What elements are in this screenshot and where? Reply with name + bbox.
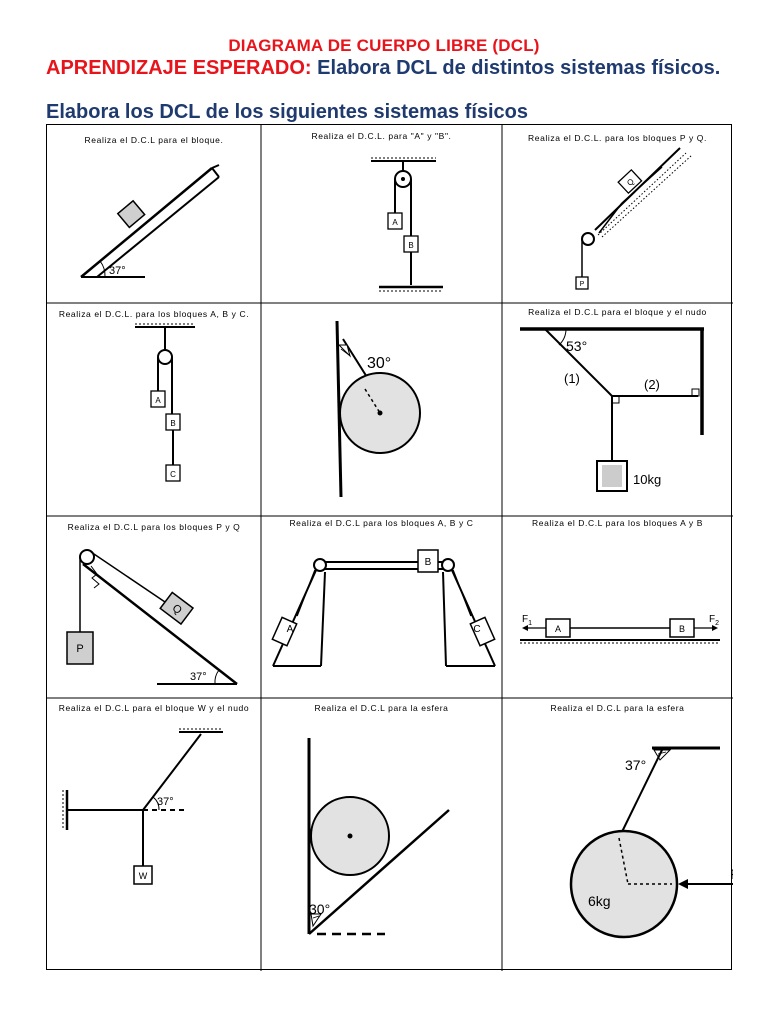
- block-w-label: W: [139, 871, 148, 881]
- angle-label: 37°: [109, 265, 126, 277]
- rope-1-label: (1): [564, 371, 580, 386]
- exercise-caption: Realiza el D.C.L. para los bloques P y Q…: [528, 133, 707, 143]
- exercise-10: Realiza el D.C.L para el bloque W y el n…: [47, 698, 261, 971]
- block-q-label: Q: [625, 177, 636, 188]
- exercise-caption: Realiza el D.C.L. para "A" y "B".: [311, 131, 452, 141]
- block-a-label: A: [555, 624, 561, 634]
- pulley-incline-diagram: Q P 37°: [66, 549, 238, 685]
- force-1-label: F1: [522, 614, 532, 627]
- bent-incline-diagram: Q P: [575, 147, 693, 290]
- exercise-caption: Realiza el D.C.L para el bloque W y el n…: [58, 703, 250, 713]
- trapezoid-blocks-diagram: B A C: [271, 549, 496, 667]
- block-c-label: C: [473, 624, 480, 635]
- sphere-incline-diagram: 30°: [307, 738, 450, 936]
- block-a-label: A: [287, 624, 294, 635]
- exercise-caption: Realiza el D.C.L. para los bloques A, B …: [58, 309, 250, 319]
- exercise-caption: Realiza el D.C.L para la esfera: [314, 703, 449, 713]
- block-p-label: P: [76, 643, 83, 655]
- exercise-caption: Realiza el D.C.L para los bloques A, B y…: [289, 518, 474, 528]
- angle-label: 53°: [566, 338, 587, 354]
- angle-label: 30°: [309, 901, 330, 917]
- exercise-3: Realiza el D.C.L. para los bloques P y Q…: [502, 125, 733, 303]
- exercise-caption: Realiza el D.C.L para el bloque y el nud…: [528, 307, 707, 317]
- angle-label: 37°: [157, 796, 174, 808]
- angle-label: 37°: [625, 757, 646, 773]
- block-b-label: B: [679, 624, 685, 634]
- instruction: Elabora los DCL de los siguientes sistem…: [46, 101, 529, 123]
- exercise-5: 30°: [261, 303, 502, 516]
- block-a-label: A: [392, 218, 398, 227]
- knot-ropes-diagram: 53° (1) (2) 10kg: [520, 327, 704, 492]
- double-pulley-diagram: A B C: [135, 323, 195, 482]
- page-title: DIAGRAMA DE CUERPO LIBRE (DCL): [228, 36, 540, 55]
- block-b-label: B: [408, 241, 413, 250]
- horizontal-blocks-diagram: F1 A B F2: [520, 614, 720, 644]
- block-p-label: P: [580, 281, 585, 288]
- objective-label: APRENDIZAJE ESPERADO:: [46, 57, 312, 79]
- learning-objective: APRENDIZAJE ESPERADO: Elabora DCL de dis…: [46, 57, 730, 79]
- exercise-2: Realiza el D.C.L. para "A" y "B". A B: [261, 125, 502, 303]
- force-label: F: [730, 866, 733, 882]
- exercise-caption: Realiza el D.C.L para el bloque.: [84, 135, 224, 145]
- exercise-1: Realiza el D.C.L para el bloque. 37°: [47, 125, 261, 303]
- block-b-label: B: [425, 557, 432, 568]
- pulley-blocks-diagram: A B: [371, 157, 443, 292]
- block-b-label: B: [170, 419, 175, 428]
- exercise-caption: Realiza el D.C.L para los bloques A y B: [532, 518, 703, 528]
- mass-label: 6kg: [588, 893, 611, 909]
- hanging-sphere-diagram: 37° 6kg F: [569, 746, 733, 939]
- sphere-wall-diagram: 30°: [335, 320, 421, 498]
- mass-label: 10kg: [633, 472, 661, 487]
- exercise-4: Realiza el D.C.L. para los bloques A, B …: [47, 303, 261, 516]
- exercise-8: Realiza el D.C.L para los bloques A, B y…: [261, 516, 502, 698]
- exercise-11: Realiza el D.C.L para la esfera 30°: [261, 698, 502, 971]
- exercise-6: Realiza el D.C.L para el bloque y el nud…: [502, 303, 733, 516]
- angle-label: 37°: [190, 671, 207, 683]
- objective-text: Elabora DCL de distintos sistemas físico…: [317, 57, 721, 79]
- angle-label: 30°: [367, 355, 391, 372]
- block-knot-diagram: 37° W: [62, 728, 223, 885]
- exercise-9: Realiza el D.C.L para los bloques A y B …: [502, 516, 733, 698]
- exercise-7: Realiza el D.C.L para los bloques P y Q …: [47, 516, 261, 698]
- force-2-label: F2: [709, 614, 719, 627]
- exercise-12: Realiza el D.C.L para la esfera 37° 6kg …: [502, 698, 733, 971]
- exercise-caption: Realiza el D.C.L para la esfera: [550, 703, 685, 713]
- exercise-grid: Realiza el D.C.L para el bloque. 37° Rea…: [46, 124, 733, 971]
- block-c-label: C: [170, 470, 176, 479]
- grid-lines: [47, 125, 733, 971]
- exercise-caption: Realiza el D.C.L para los bloques P y Q: [67, 522, 241, 532]
- inclined-plane-diagram: 37°: [80, 164, 220, 278]
- rope-2-label: (2): [644, 377, 660, 392]
- block-a-label: A: [155, 396, 161, 405]
